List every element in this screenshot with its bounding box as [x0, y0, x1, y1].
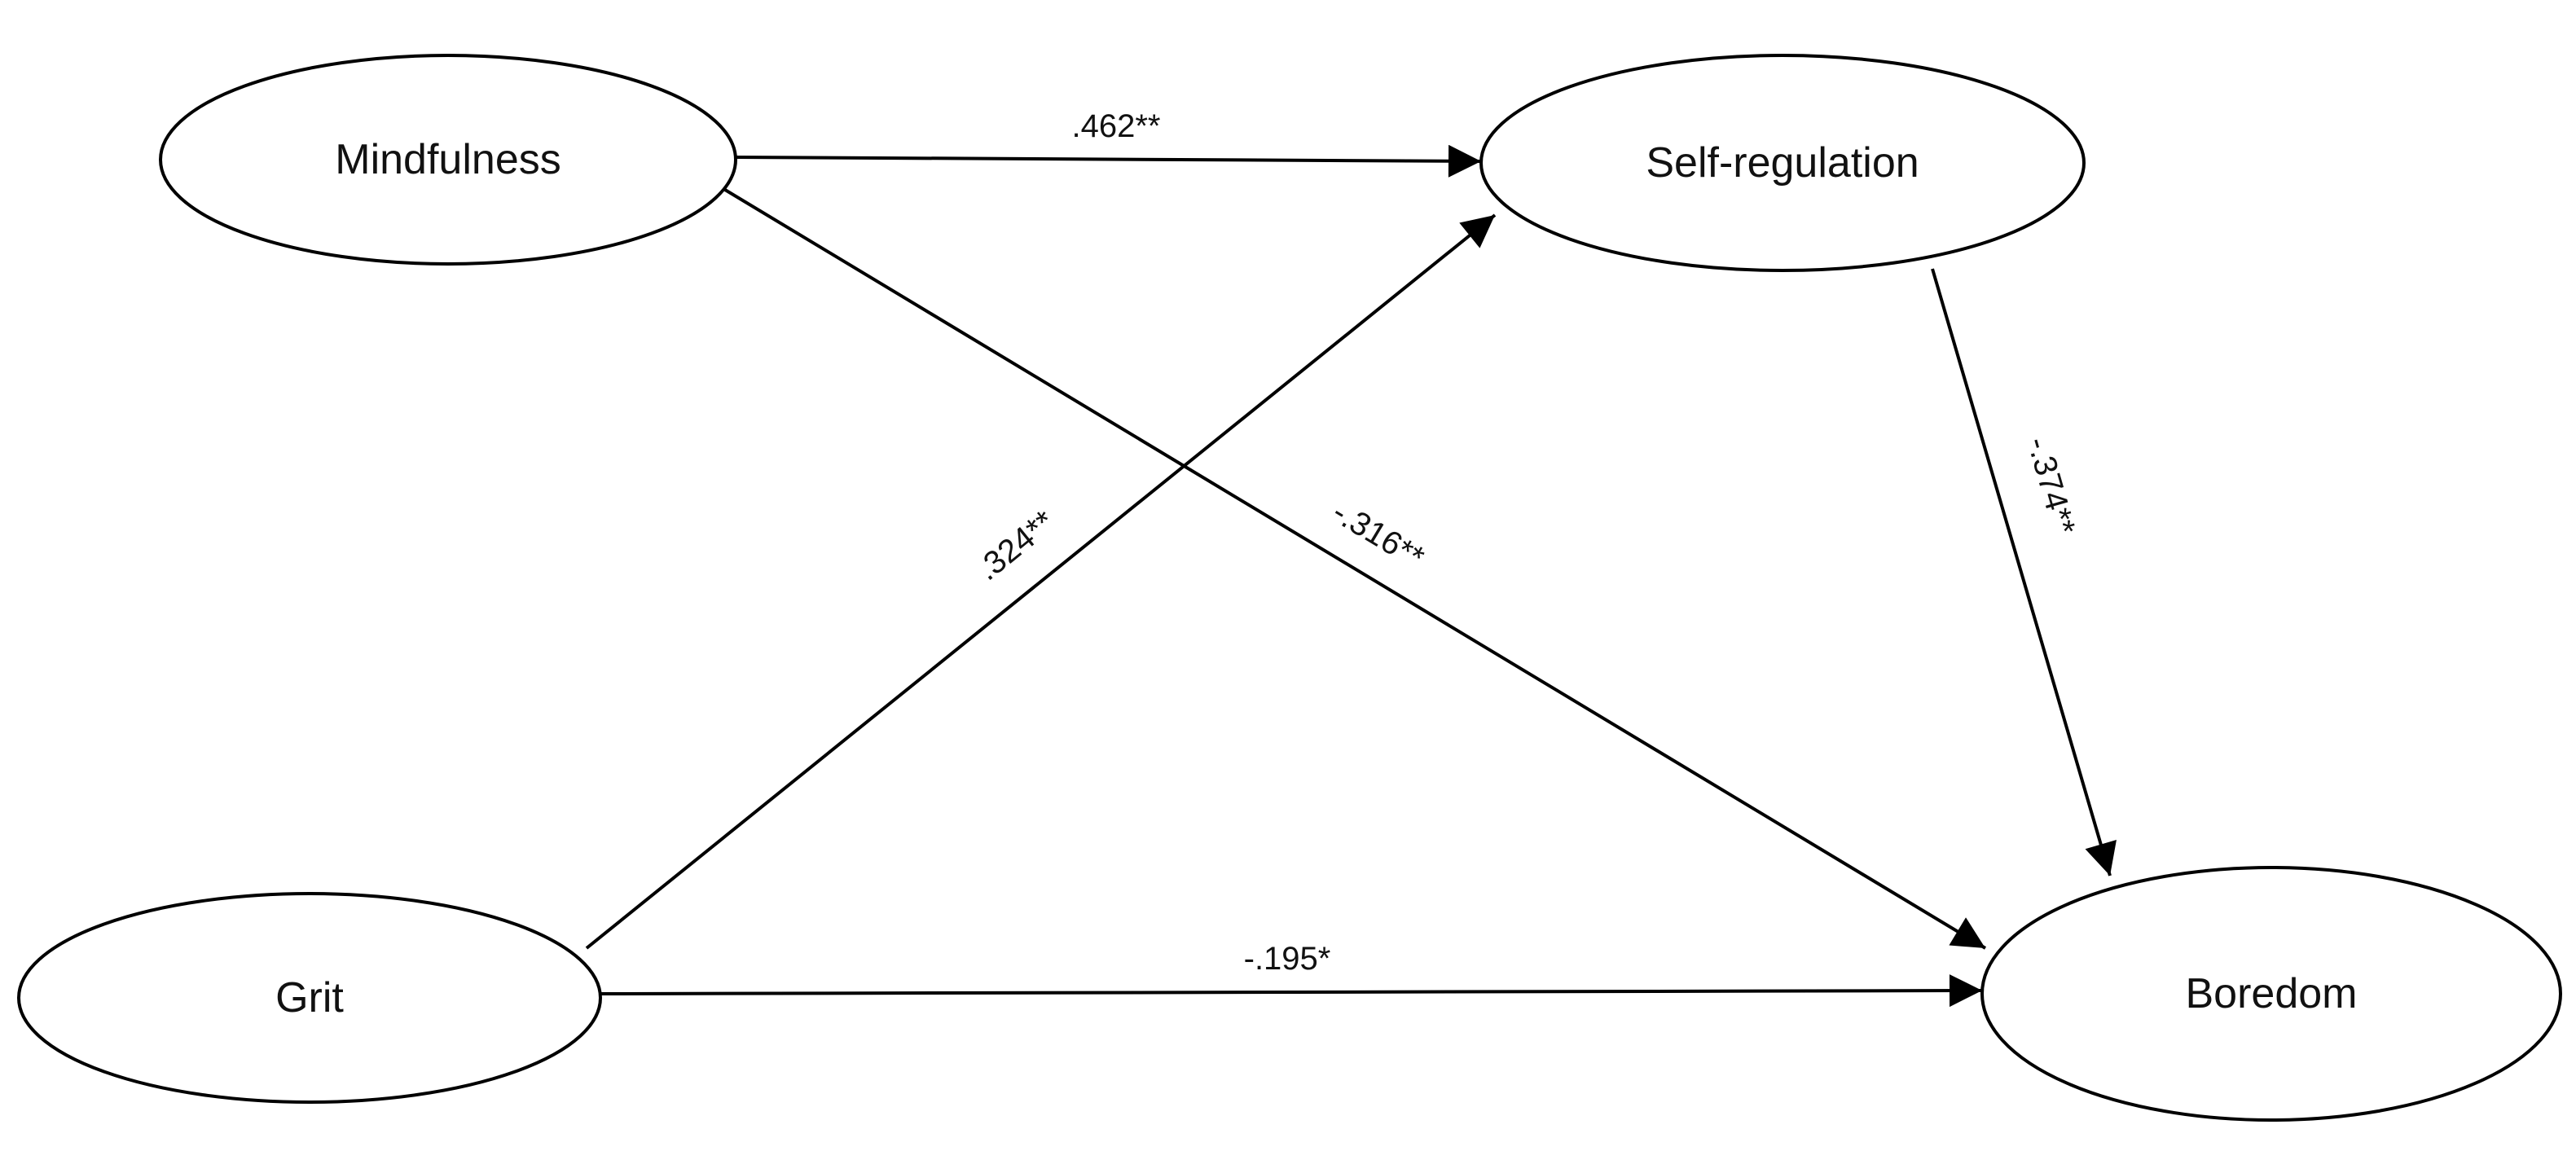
node-label-mindfulness: Mindfulness — [335, 136, 560, 183]
edge-grit-to-boredom: -.195* — [600, 941, 1983, 1008]
node-label-grit: Grit — [275, 974, 344, 1021]
node-grit: Grit — [17, 892, 602, 1104]
node-boredom: Boredom — [1980, 866, 2562, 1122]
node-label-self-regulation: Self-regulation — [1646, 139, 1919, 187]
node-mindfulness: Mindfulness — [159, 54, 737, 266]
edge-label-mindfulness-to-self-regulation: .462** — [1072, 108, 1161, 144]
edge-label-mindfulness-to-boredom: -.316** — [1326, 494, 1431, 577]
edge-mindfulness-to-boredom: -.316** — [723, 188, 1987, 950]
edge-mindfulness-to-self-regulation: .462** — [735, 108, 1482, 178]
edge-label-grit-to-boredom: -.195* — [1244, 941, 1331, 977]
edge-grit-to-self-regulation: .324** — [585, 213, 1497, 950]
node-self-regulation: Self-regulation — [1479, 54, 2086, 272]
node-label-boredom: Boredom — [2186, 970, 2358, 1017]
edge-self-regulation-to-boredom: -.374** — [1931, 268, 2117, 876]
edge-label-self-regulation-to-boredom: -.374** — [2020, 433, 2081, 539]
